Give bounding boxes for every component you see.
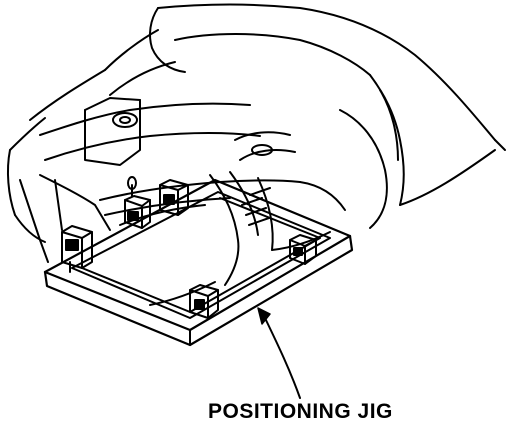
jig-bracket-front-center (124, 176, 151, 229)
vehicle-body-outline (6, 3, 506, 243)
jig-bracket-front-left (61, 225, 93, 273)
jig-bracket-front-right (189, 284, 219, 319)
positioning-jig-label: POSITIONING JIG (208, 400, 393, 423)
positioning-jig (43, 178, 354, 347)
jig-bracket-rear-center (159, 179, 189, 216)
callout-arrow (257, 307, 301, 399)
jig-bracket-rear-right (289, 234, 317, 265)
